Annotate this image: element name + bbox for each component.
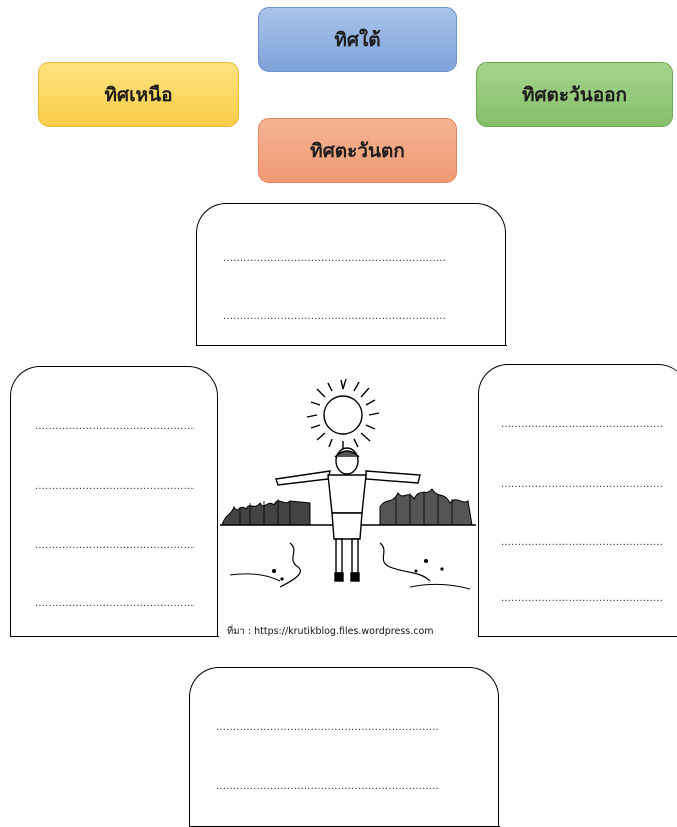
answer-line[interactable]: ........................................… [216, 782, 476, 792]
treeline-right [380, 489, 472, 525]
boy-facing-sun-illustration [220, 375, 476, 615]
treeline [222, 501, 310, 525]
answer-line[interactable]: ........................................… [501, 594, 663, 604]
label-west: ทิศตะวันตก [258, 118, 457, 183]
answer-line[interactable]: ........................................… [501, 420, 663, 430]
answer-line[interactable]: ........................................… [35, 422, 195, 432]
answer-line[interactable]: ........................................… [35, 541, 195, 551]
answer-line[interactable]: ........................................… [216, 723, 476, 733]
answer-line[interactable]: ........................................… [501, 480, 663, 490]
answer-line[interactable]: ........................................… [501, 538, 663, 548]
image-credit: ที่มา : https://krutikblog.files.wordpre… [227, 624, 434, 639]
answer-box-top: ........................................… [196, 203, 506, 346]
answer-line[interactable]: ........................................… [35, 599, 195, 609]
answer-box-left: ........................................… [10, 366, 218, 637]
label-north: ทิศเหนือ [38, 62, 239, 127]
answer-line[interactable]: ........................................… [35, 482, 195, 492]
sun-icon [307, 379, 379, 450]
answer-line[interactable]: ........................................… [223, 254, 481, 264]
label-south: ทิศใต้ [258, 7, 457, 72]
answer-line[interactable]: ........................................… [223, 312, 481, 322]
label-east: ทิศตะวันออก [476, 62, 673, 127]
answer-box-right: ........................................… [478, 364, 677, 637]
answer-box-bottom: ........................................… [189, 667, 499, 827]
